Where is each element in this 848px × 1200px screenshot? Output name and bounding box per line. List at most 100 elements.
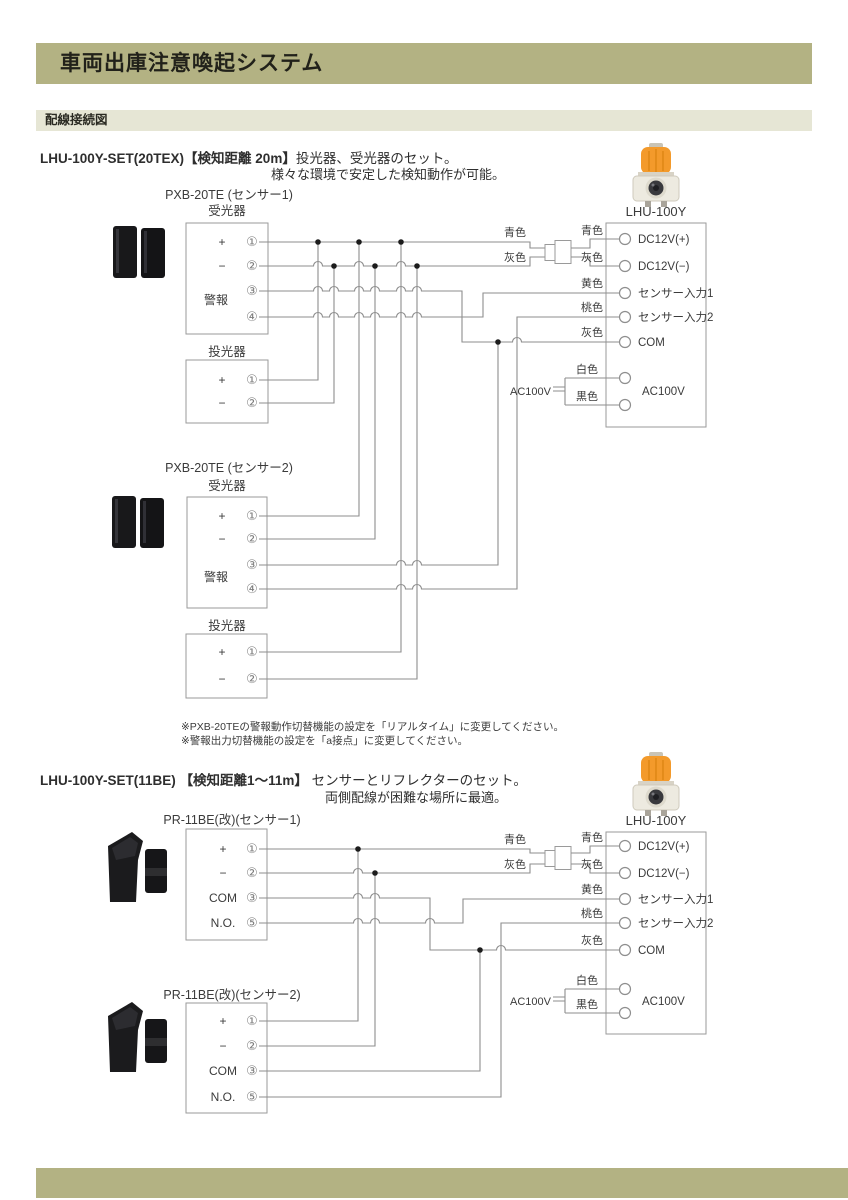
d1-wire-r1-alarm4-in1 (259, 292, 620, 318)
d1-lhu-box (605, 222, 707, 428)
d1-term-in1 (618, 286, 632, 300)
d1-term-dc-plus (618, 232, 632, 246)
d1-r1-n4: ④ (246, 309, 258, 324)
d1-t1-n1: ① (246, 372, 258, 387)
diagram1-desc2: 様々な環境で安定した検知動作が可能。 (271, 167, 506, 182)
d2-s2-com: COM (209, 1064, 237, 1078)
d1-term-com (618, 335, 632, 349)
d1-ac-wiring (553, 377, 620, 406)
d1-label-ac: AC100V (642, 386, 685, 398)
d1-wire-t2-plus (259, 242, 402, 653)
d1-r2-n2: ② (246, 531, 258, 546)
junction-dot (414, 263, 420, 269)
d1-r1-n1: ① (246, 234, 258, 249)
d2-term-dc-minus (618, 866, 632, 880)
d2-label-in1: センサー入力1 (638, 893, 713, 906)
note-line-1: ※PXB-20TEの警報動作切替機能の設定を「リアルタイム」に変更してください。 (181, 721, 564, 733)
d2-wire-s2-plus (259, 849, 359, 1022)
d2-color-gray-com: 灰色 (581, 933, 603, 947)
junction-dot (331, 263, 337, 269)
d1-term-ac1 (618, 371, 632, 385)
d1-wire-t1-minus (259, 266, 335, 404)
d1-r1-n3: ③ (246, 283, 258, 298)
d2-s1-com: COM (209, 891, 237, 905)
d1-t1-n2: ② (246, 395, 258, 410)
d1-r1-minus: − (218, 259, 225, 273)
d1-t2-n2: ② (246, 671, 258, 686)
d1-t1-minus: − (218, 396, 225, 410)
pr-sensor-photo-2 (108, 1002, 167, 1072)
d2-label-com: COM (638, 945, 665, 957)
section-label: 配線接続図 (45, 113, 108, 127)
d1-wire-r2-alarm3-com (259, 342, 499, 566)
d1-label-in1: センサー入力1 (638, 287, 713, 300)
d1-term-ac2 (618, 398, 632, 412)
d2-label-dc-minus: DC12V(−) (638, 868, 690, 880)
pxb-sensor-photo-1 (113, 226, 165, 278)
d2-label-in2: センサー入力2 (638, 917, 713, 930)
d1-wire-t2-minus (259, 266, 418, 680)
diagram1-desc1: 投光器、受光器のセット。 (295, 151, 458, 166)
d1-t2-plus: + (218, 645, 225, 659)
d1-receiver2-caption: 受光器 (208, 479, 246, 493)
d2-s1-n3: ③ (246, 890, 258, 905)
d1-color-gray-left: 灰色 (504, 250, 526, 264)
d2-color-gray-left: 灰色 (504, 857, 526, 871)
d2-sensor1-caption: PR-11BE(改)(センサー1) (163, 813, 300, 827)
d2-wire-s1-no-in1 (259, 898, 620, 924)
diagram1-wiring: LHU-100Y PXB-20TE (センサー1) 受光器 投光器 PXB-20… (112, 143, 713, 699)
d1-cable-connector (544, 238, 620, 267)
d1-term-in2 (618, 310, 632, 324)
d1-term-dc-minus (618, 259, 632, 273)
d1-r2-minus: − (218, 532, 225, 546)
d2-wire-s2-minus (259, 873, 376, 1047)
d2-color-white: 白色 (576, 973, 598, 987)
d2-sensor2-caption: PR-11BE(改)(センサー2) (163, 988, 300, 1002)
pxb-sensor-photo-2 (112, 496, 164, 548)
d2-lhu-box (605, 831, 707, 1035)
diagram2-wiring: LHU-100Y PR-11BE(改)(センサー1) PR-11BE(改)(セン… (108, 752, 713, 1114)
d2-label-dc-plus: DC12V(+) (638, 841, 690, 853)
d2-term-com (618, 943, 632, 957)
junction-dot (398, 239, 404, 245)
diagram2-desc2: 両側配線が困難な場所に最適。 (325, 790, 508, 805)
diagram2-desc1: センサーとリフレクターのセット。 (311, 773, 527, 788)
d2-s2-n2: ② (246, 1038, 258, 1053)
d2-wire-s1-plus (259, 848, 545, 854)
d2-color-yellow: 黄色 (581, 882, 603, 896)
junction-dot (355, 846, 361, 852)
note-line-2: ※警報出力切替機能の設定を「a接点」に変更してください。 (181, 734, 469, 747)
d2-term-ac1 (618, 982, 632, 996)
d2-s1-plus: + (219, 842, 226, 856)
d1-label-dc-plus: DC12V(+) (638, 234, 690, 246)
d2-wire-s2-com (259, 950, 481, 1072)
d2-color-blue-left: 青色 (504, 832, 526, 846)
footer-bar (36, 1168, 848, 1198)
device-label-2: LHU-100Y (626, 813, 687, 828)
junction-dot (315, 239, 321, 245)
beacon-photo-2 (632, 752, 680, 816)
d1-sensor1-caption: PXB-20TE (センサー1) (165, 188, 293, 202)
d2-label-ac: AC100V (642, 996, 685, 1008)
d1-r1-n2: ② (246, 258, 258, 273)
junction-dot (477, 947, 483, 953)
beacon-photo-1 (632, 143, 680, 207)
d2-cable-connector (544, 845, 620, 874)
d1-label-dc-minus: DC12V(−) (638, 261, 690, 273)
header-bar: 車両出庫注意喚起システム (36, 43, 812, 84)
d1-receiver2-box (186, 496, 268, 609)
d1-wire-r2-plus (259, 242, 360, 517)
diagram1-model: LHU-100Y-SET(20TEX) (40, 151, 185, 166)
d2-term-ac2 (618, 1006, 632, 1020)
d1-wire-r1-minus (259, 256, 545, 267)
d1-color-yellow: 黄色 (581, 276, 603, 290)
d1-wire-r2-minus (259, 266, 376, 540)
diagram1-notes: ※PXB-20TEの警報動作切替機能の設定を「リアルタイム」に変更してください。… (181, 721, 564, 748)
d2-term-in1 (618, 892, 632, 906)
d1-color-white: 白色 (576, 362, 598, 376)
d2-ac-source-label: AC100V (510, 996, 552, 1008)
d1-color-gray-com: 灰色 (581, 325, 603, 339)
d2-term-in2 (618, 916, 632, 930)
d1-wire-r1-plus (259, 241, 545, 249)
